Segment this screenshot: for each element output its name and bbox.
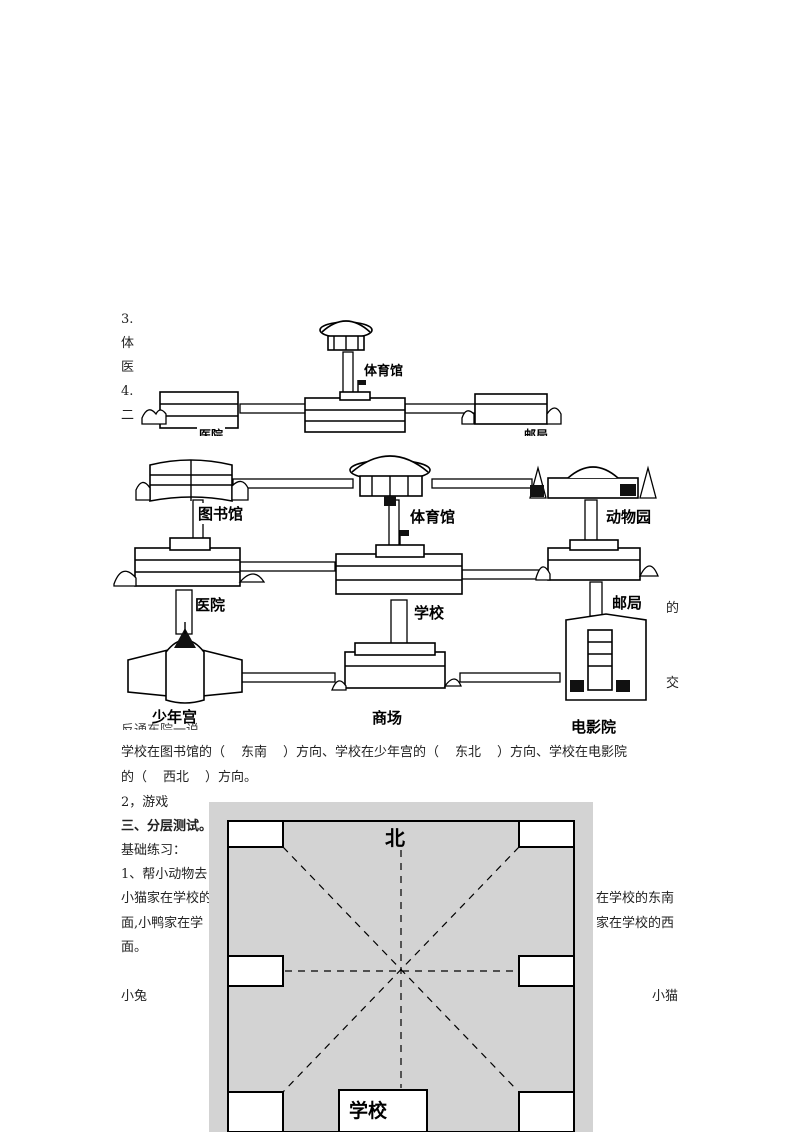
cat-line-right: 在学校的东南 — [596, 891, 675, 906]
q1-text-b: ）方向、学校在少年宫的（ — [283, 745, 440, 760]
postoffice-label: 邮局 — [610, 592, 645, 613]
top-stadium-building — [319, 320, 373, 351]
section3-heading: 三、分层测试。 — [121, 819, 213, 834]
cat-line-left: 小猫家在学校的 — [121, 891, 213, 906]
q1-text-c: ）方向、学校在电影院 — [497, 745, 628, 760]
stadium-building — [349, 455, 431, 506]
library-building — [135, 459, 249, 502]
compass-panel: 北 学校 — [209, 802, 593, 1132]
zoo-building — [529, 465, 657, 499]
fragment-er: 二 — [121, 408, 135, 423]
top-hospital-building — [141, 391, 239, 429]
mall-building — [331, 642, 462, 691]
cinema-building — [565, 613, 647, 701]
hospital-label: 医院 — [193, 594, 228, 615]
top-postoffice-label: 邮局 — [522, 426, 551, 436]
rabbit-label: 小兔 — [121, 989, 148, 1004]
question-line-1: 学校在图书馆的（ 东南 ）方向、学校在少年宫的（ 东北 ）方向、学校在电影院 — [121, 744, 627, 762]
q2-text-a: 的（ — [121, 770, 148, 785]
end-line: 面。 — [121, 940, 148, 955]
compass-north-label: 北 — [385, 826, 405, 850]
zoo-label: 动物园 — [604, 506, 654, 527]
top-hospital-label: 医院 — [197, 426, 226, 436]
youth-palace-building — [127, 622, 243, 704]
answer-1: 东南 — [241, 745, 268, 760]
fragment-de: 的 — [666, 601, 680, 616]
hospital-building — [113, 537, 266, 587]
basic-practice-heading: 基础练习： — [121, 843, 187, 858]
stadium-label: 体育馆 — [408, 506, 458, 527]
school-building — [335, 530, 463, 595]
compass-drawing — [227, 820, 575, 1132]
fragment-bottom: 反通东院一说。 — [121, 722, 212, 730]
q1-text-a: 学校在图书馆的（ — [121, 745, 226, 760]
mall-label: 商场 — [370, 707, 405, 728]
library-label: 图书馆 — [196, 503, 246, 524]
answer-3: 西北 — [163, 770, 190, 785]
fragment-4: 4. — [121, 384, 134, 399]
cinema-label: 电影院 — [569, 716, 619, 737]
question-line-2: 的（ 西北 ）方向。 — [121, 769, 257, 787]
game-heading: 2，游戏 — [121, 795, 169, 810]
youth-palace-label: 少年宫 — [150, 706, 200, 727]
answer-2: 东北 — [455, 745, 482, 760]
postoffice-building — [535, 539, 659, 581]
top-postoffice-building — [461, 393, 562, 425]
top-school-building — [304, 380, 406, 433]
q2-text-b: ）方向。 — [205, 770, 258, 785]
duck-line-left: 面,小鸭家在学 — [121, 916, 204, 931]
fragment-yi: 医 — [121, 360, 135, 375]
cat-label: 小猫 — [652, 989, 679, 1004]
duck-line-right: 家在学校的西 — [596, 916, 675, 931]
fragment-jiao: 交 — [666, 676, 680, 691]
top-stadium-label: 体育馆 — [362, 360, 406, 379]
compass-school-label: 学校 — [349, 1100, 388, 1122]
school-label: 学校 — [412, 602, 447, 623]
fragment-ti: 体 — [121, 336, 135, 351]
fragment-3: 3. — [121, 312, 134, 327]
item1-text: 1、帮小动物去 — [121, 867, 208, 882]
